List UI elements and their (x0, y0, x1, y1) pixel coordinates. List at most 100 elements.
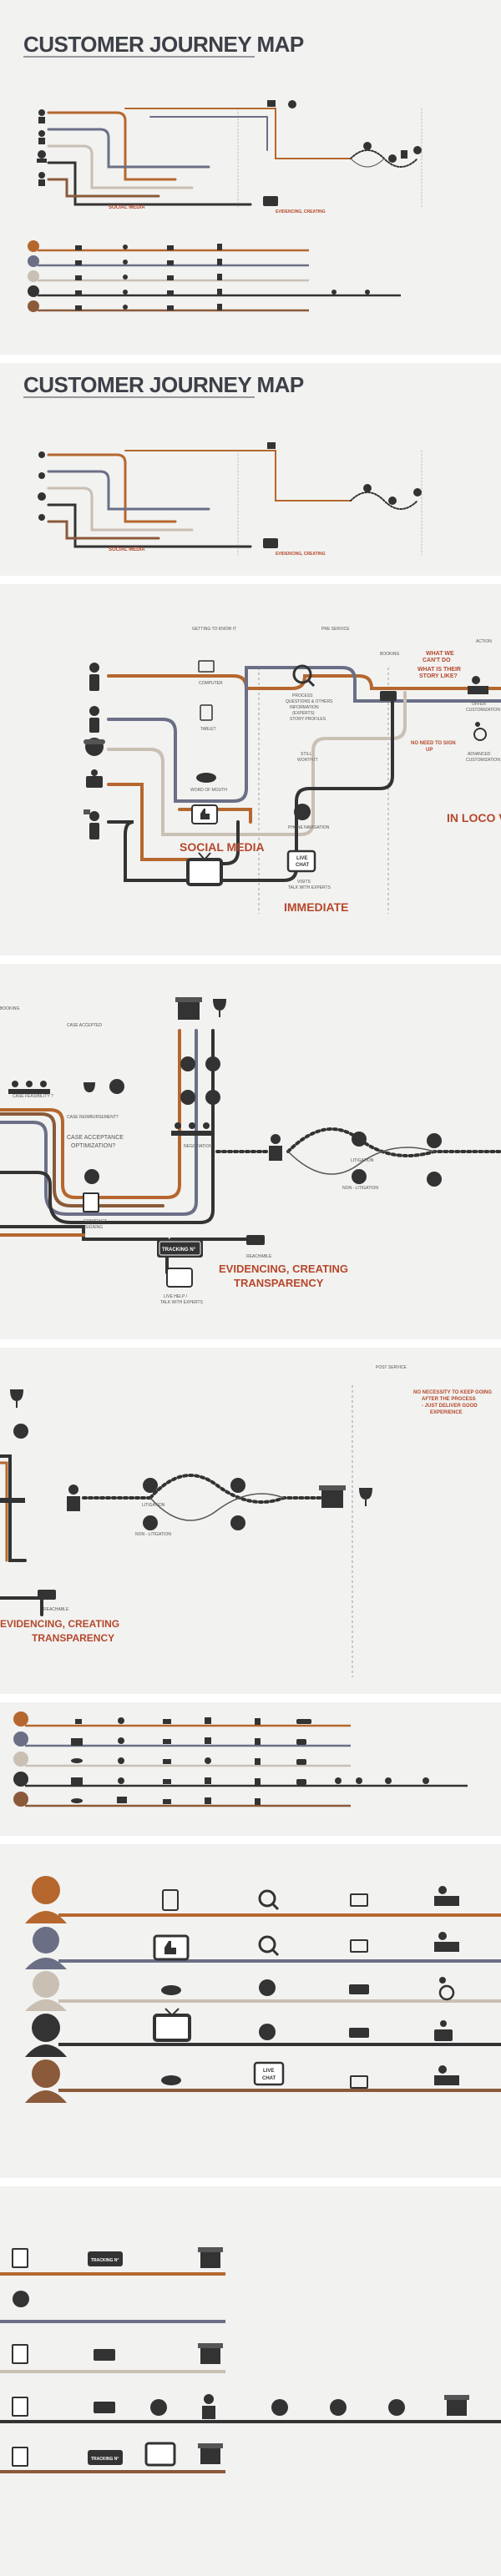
talk-with-experts-label: TALK WITH EXPERTS (160, 1300, 204, 1305)
no-necessity-label-2: AFTER THE PROCESS (422, 1397, 476, 1402)
wine-glass-icon (10, 1389, 23, 1408)
thumbs-down-icon-2 (230, 1515, 245, 1530)
process-label-4: (EXPERTS) (292, 711, 315, 716)
chat-icon (161, 2075, 181, 2085)
thumbs-down-icon (205, 1056, 220, 1071)
brain-icon (259, 2024, 276, 2040)
post-lanes-svg: TRACKING N° TRACKING N° (0, 2247, 501, 2473)
document-icon (12, 2447, 28, 2467)
lane-icons (71, 1717, 429, 1805)
phase-getting-to-know: GETTING TO KNOW IT (192, 627, 236, 632)
persona-lanes-svg (13, 1711, 468, 1807)
zoom-panel-getting-to-know: GETTING TO KNOW IT PRE SERVICE BOOKING A… (0, 584, 501, 955)
avatar (25, 1971, 67, 2011)
worth-label: WORTH IT (297, 758, 318, 763)
wine-glass-icon-2 (84, 1082, 95, 1092)
expert-person-icon (269, 1134, 282, 1161)
persona-lanes-zoom: LIVE CHAT (0, 1844, 501, 2178)
document-icon (12, 2344, 28, 2364)
signing-label: SIGNING (85, 1225, 103, 1230)
thumbs-up-icon (191, 804, 218, 824)
avatar (25, 1927, 67, 1969)
document-icon (83, 1192, 99, 1212)
avatar (13, 1711, 28, 1727)
phone-navigation-label: PHONE NAVIGATION (288, 825, 330, 830)
overview-panel-2: CUSTOMER JOURNEY MAP SOCIAL MEDIA EVIDEN… (0, 363, 501, 576)
gavel-icon-2 (352, 1169, 367, 1184)
overview-svg-1: CUSTOMER JOURNEY MAP SOCIAL MEDIA (23, 32, 423, 312)
wheelchair-icon (473, 722, 487, 741)
advanced-customization-label: CUSTOMIZATION (466, 758, 500, 763)
up-label: UP (426, 748, 433, 753)
visits-label: VISITS (297, 880, 311, 885)
thumbs-up-icon (230, 1478, 245, 1493)
person-icon (89, 663, 99, 691)
litigation-label-2: LITIGATION (142, 1503, 165, 1508)
no-necessity-label-4: EXPERIENCE (430, 1410, 463, 1415)
mini-social-media-label: SOCIAL MEDIA (109, 205, 145, 210)
handshake-icon (434, 1886, 459, 1906)
separator (0, 2178, 501, 2186)
process-label-5: STORY PROFILES (290, 717, 326, 722)
zoom-svg-5: POST SERVICE NO NECESSITY TO KEEP GOING … (0, 1365, 492, 1677)
phone-icon (94, 2402, 115, 2413)
mini-evidencing-label: EVIDENCING, CREATING (276, 209, 326, 214)
process-label: PROCESS (292, 693, 313, 698)
tablet-label: TABLET (200, 727, 216, 732)
gift-icon (175, 997, 202, 1020)
brain-icon (294, 804, 311, 820)
gavel-icon (352, 1132, 367, 1147)
search-icon (258, 1889, 280, 1911)
booking-paths (0, 1029, 501, 1274)
overview-svg-2: CUSTOMER JOURNEY MAP SOCIAL MEDIA EVIDEN… (23, 372, 423, 557)
handshake-icon (434, 1932, 459, 1952)
zoom-svg-4: BOOKING CASE ACCEPTED CASE FEASIBILITY ?… (0, 997, 501, 1305)
phone-icon (38, 1590, 56, 1600)
phone-icon (380, 691, 397, 701)
immediate-label: IMMEDIATE (284, 900, 349, 914)
non-litigation-label-2: NON - LITIGATION (135, 1532, 171, 1537)
case-feasibility-label: CASE FEASIBILITY ? (13, 1094, 53, 1099)
persona-zoom-icons: LIVE CHAT (153, 1886, 459, 2089)
phase-action: ACTION (476, 639, 492, 644)
gift-icon (198, 2443, 223, 2464)
persona-lanes (13, 1711, 468, 1807)
tablet-icon (200, 704, 213, 721)
expert-person-icon (202, 2394, 215, 2419)
gift-icon (319, 1485, 346, 1508)
hardhat-icon (84, 738, 105, 756)
gift-icon (444, 2395, 469, 2416)
touchpoint-icons: COMPUTER TABLET PROCESS QUESTIONS & OTHE… (186, 660, 500, 890)
gavel-icon (143, 1478, 158, 1493)
gavel-icon (271, 2399, 288, 2416)
elderly-icon (86, 769, 103, 788)
persona-avatars (25, 1876, 67, 2103)
optimization-label: OPTIMIZATION? (71, 1143, 115, 1149)
thumbs-up-icon-2 (84, 1169, 99, 1184)
reachable-label: REACHABLE (246, 1254, 272, 1259)
process-label-2: QUESTIONS & OTHERS (286, 699, 333, 704)
talk-experts-label: TALK WITH EXPERTS (288, 885, 331, 890)
tracking-badge-icon: TRACKING N° (157, 1239, 203, 1258)
page-title: CUSTOMER JOURNEY MAP (23, 32, 304, 57)
meeting-icon (0, 1498, 25, 1503)
evidencing-label: EVIDENCING, CREATING (219, 1263, 348, 1275)
mini-icons (37, 100, 422, 206)
gavel-icon (330, 2399, 347, 2416)
phone-icon (349, 2028, 369, 2038)
post-lanes (0, 2272, 501, 2473)
persona-zoom-svg: LIVE CHAT (25, 1876, 501, 2103)
still-label: STILL (301, 752, 312, 757)
phone-icon (349, 1984, 369, 1994)
search-icon (292, 664, 316, 688)
tablet-icon (162, 1889, 179, 1911)
computer-icon (350, 2075, 368, 2089)
mini2-social-media-label: SOCIAL MEDIA (109, 547, 145, 552)
overview-panel-1: CUSTOMER JOURNEY MAP SOCIAL MEDIA (0, 0, 501, 355)
meeting-icon-left (8, 1081, 50, 1094)
wheelchair-icon (438, 1977, 455, 2001)
social-media-label: SOCIAL MEDIA (180, 840, 265, 854)
chat-icon (161, 1985, 181, 1995)
tv-icon (186, 852, 223, 886)
chat-icon (196, 773, 216, 783)
